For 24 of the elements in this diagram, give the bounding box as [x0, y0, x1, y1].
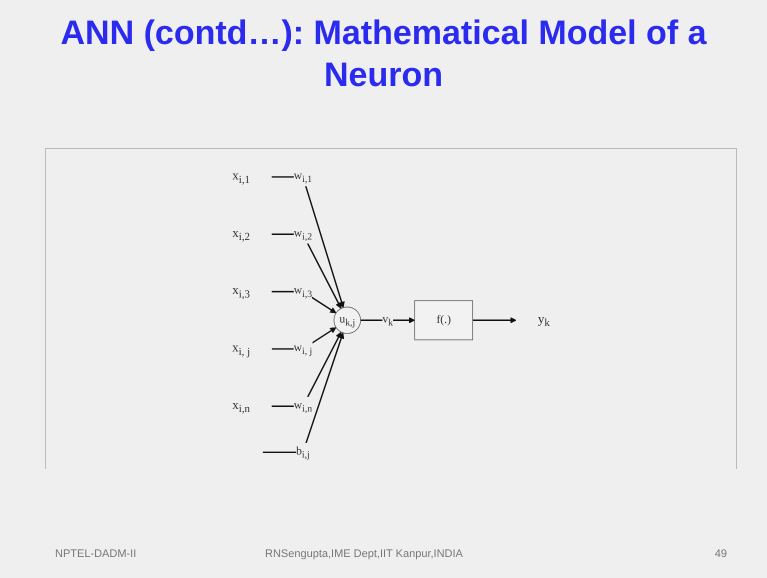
arrow	[472, 317, 516, 324]
edge-label: w$_{i,2}$	[294, 226, 312, 242]
edge-label: w$_{i,1}$	[294, 170, 312, 184]
node-box: f(.)	[414, 300, 474, 340]
arrow	[272, 234, 342, 309]
node-circle: u$_{k,j}$	[334, 306, 361, 334]
footer-text: 49	[714, 548, 727, 560]
node-text: x$_{i,2}$	[232, 225, 250, 244]
slide-title: ANN (contd…): Mathematical Model of a Neuron	[60, 13, 707, 96]
edge-label: w$_{i, j}$	[294, 342, 312, 356]
edge-label: b$_{i,j}$	[296, 445, 310, 460]
node-text: y$_{k}$	[538, 311, 550, 329]
edge-label: v$_{k}$	[382, 312, 393, 328]
node-text: x$_{i,1}$	[232, 168, 250, 186]
footer-text: NPTEL-DADM-II	[55, 548, 136, 560]
arrow	[262, 332, 344, 454]
edge-label: w$_{i,n}$	[294, 398, 312, 414]
node-text: x$_{i, j}$	[232, 340, 250, 358]
edge-label: w$_{i,3}$	[294, 284, 312, 299]
node-text: x$_{i,n}$	[232, 397, 250, 415]
footer-text: RNSengupta,IME Dept,IIT Kanpur,INDIA	[265, 548, 463, 560]
node-text: x$_{i,3}$	[232, 282, 250, 300]
arrow	[272, 332, 342, 407]
arrow	[272, 176, 345, 308]
